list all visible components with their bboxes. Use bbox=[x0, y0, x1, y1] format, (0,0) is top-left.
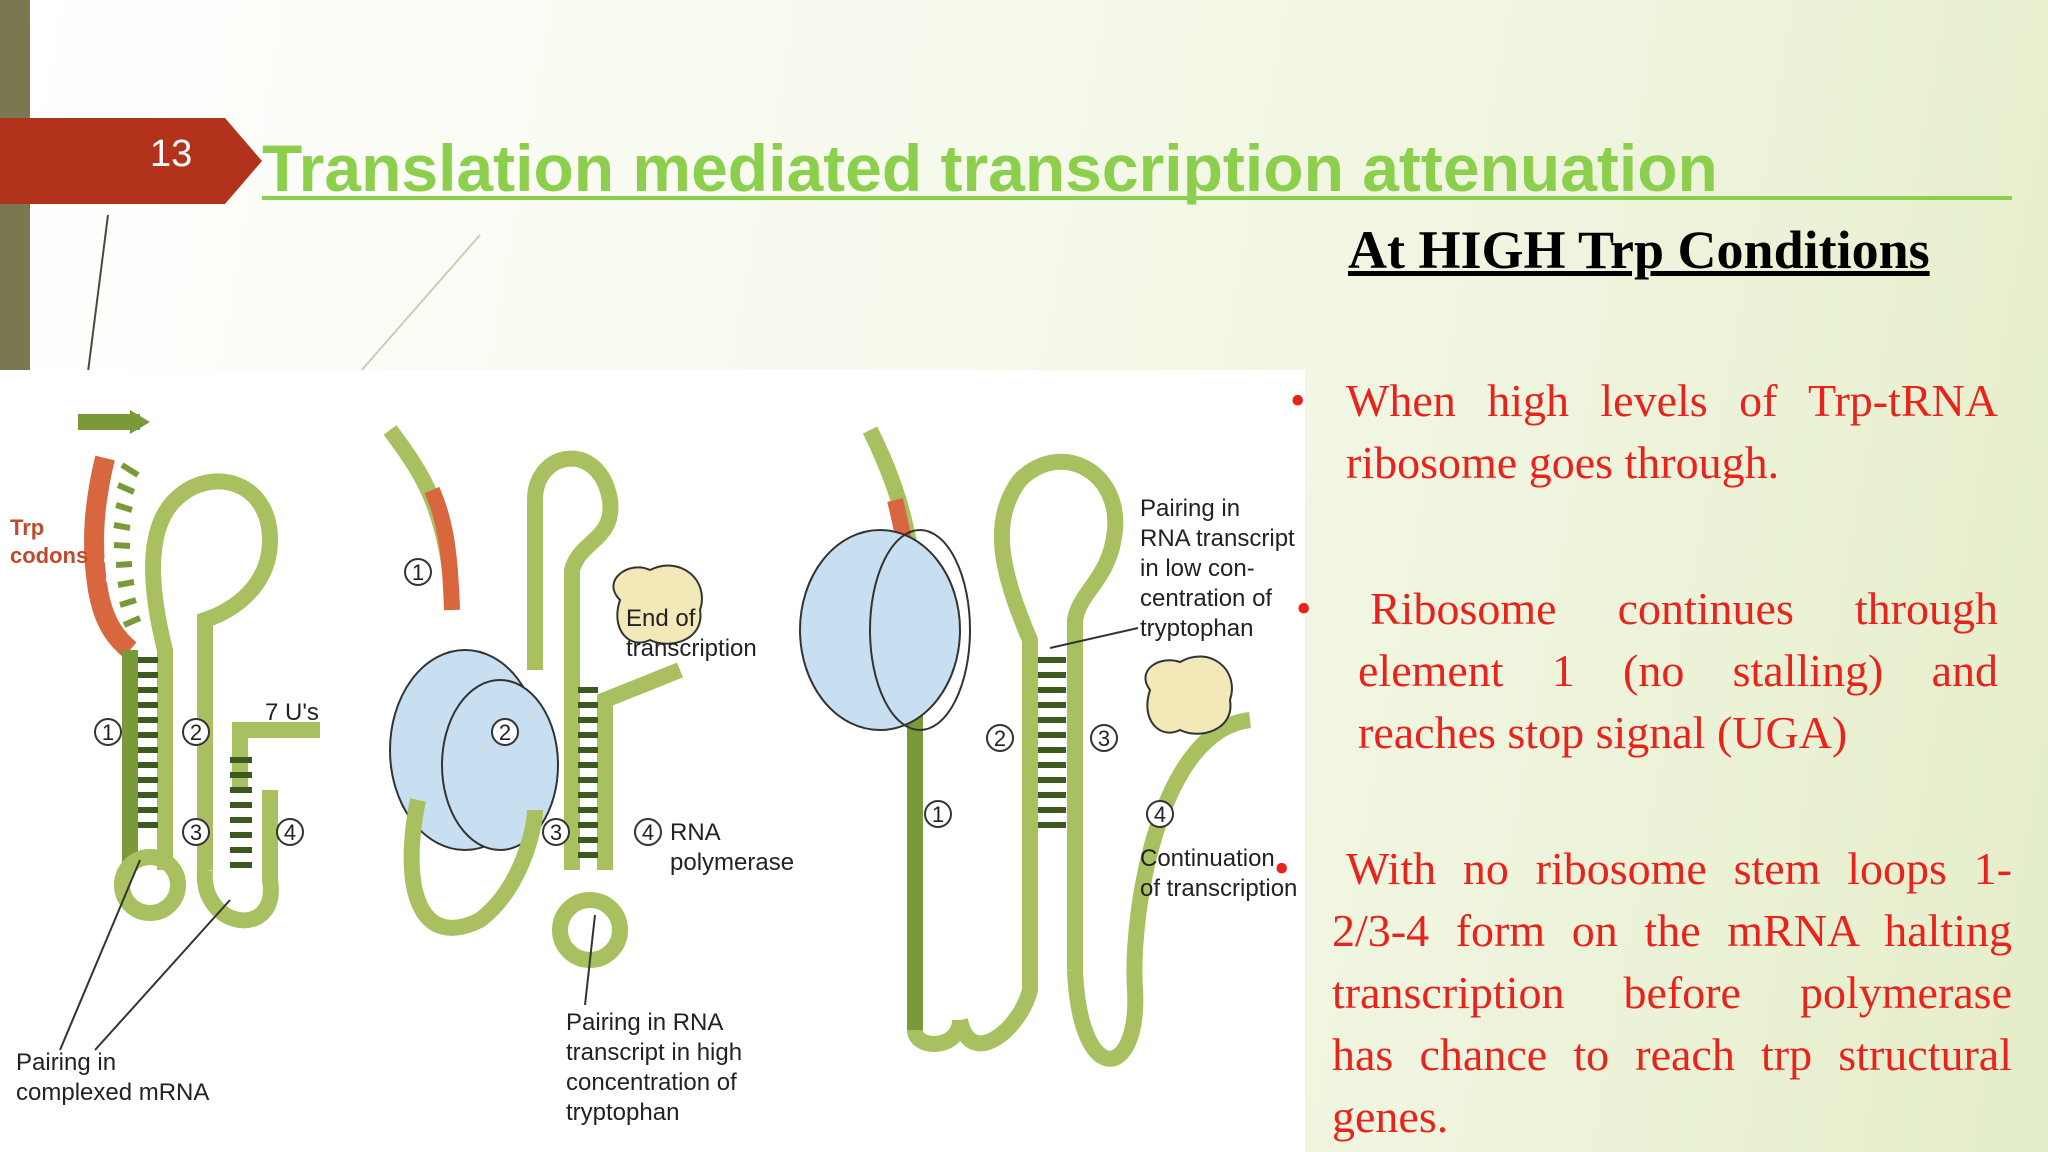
bullet-2-line-2: element 1 (no stalling) and bbox=[1358, 645, 1998, 696]
slide-subtitle: At HIGH Trp Conditions bbox=[1348, 220, 1930, 280]
bullet-3-line-5: genes. bbox=[1332, 1091, 1449, 1142]
svg-text:4: 4 bbox=[284, 820, 296, 845]
bullet-list: • When high levels of Trp-tRNA ribosome … bbox=[1260, 360, 2020, 1150]
pairing-low-label-line5: tryptophan bbox=[1140, 615, 1253, 642]
trp-codons-label-line1: Trp bbox=[10, 515, 44, 540]
pairing-low-label-line1: Pairing in bbox=[1140, 495, 1240, 522]
bullet-2: Ribosome continues through element 1 (no… bbox=[1358, 578, 1998, 764]
end-of-transcription-line1: End of bbox=[626, 605, 696, 632]
slide-title: Translation mediated transcription atten… bbox=[262, 131, 1718, 205]
panel-2-diagram bbox=[383, 425, 703, 968]
svg-text:3: 3 bbox=[550, 820, 562, 845]
bullet-3-line-1: With no ribosome stem loops 1- bbox=[1346, 843, 2012, 894]
pairing-high-label-line3: concentration of bbox=[566, 1069, 737, 1096]
end-of-transcription-line2: transcription bbox=[626, 635, 757, 662]
bullet-1-line-2: ribosome goes through. bbox=[1346, 437, 1780, 488]
svg-text:1: 1 bbox=[102, 720, 114, 745]
seven-us-label: 7 U's bbox=[265, 699, 319, 726]
trp-codons-label-line2: codons bbox=[10, 543, 88, 568]
bullet-1: When high levels of Trp-tRNA ribosome go… bbox=[1346, 370, 1998, 494]
slide-number: 13 bbox=[150, 133, 193, 175]
svg-text:3: 3 bbox=[190, 820, 202, 845]
bullet-3: With no ribosome stem loops 1- 2/3-4 for… bbox=[1332, 838, 2012, 1148]
svg-text:3: 3 bbox=[1098, 726, 1110, 751]
svg-text:1: 1 bbox=[932, 802, 944, 827]
title-underline bbox=[262, 196, 2012, 200]
bullet-dot-1: • bbox=[1290, 376, 1306, 425]
svg-text:4: 4 bbox=[642, 820, 654, 845]
slide-number-tab bbox=[0, 118, 262, 204]
pairing-high-label-line1: Pairing in RNA bbox=[566, 1009, 723, 1036]
attenuation-figure: Trp codons 7 U's Pairing in complexed mR… bbox=[0, 370, 1305, 1152]
svg-text:2: 2 bbox=[499, 720, 511, 745]
rna-polymerase-label-line2: polymerase bbox=[670, 849, 794, 876]
pairing-complexed-label-line2: complexed mRNA bbox=[16, 1079, 209, 1106]
pairing-low-label-line3: in low con- bbox=[1140, 555, 1255, 582]
pairing-high-label-line2: transcript in high bbox=[566, 1039, 742, 1066]
bullet-dot-3: • bbox=[1274, 844, 1290, 893]
bullet-2-line-1: Ribosome continues through bbox=[1370, 583, 1998, 634]
continuation-label-line2: of transcription bbox=[1140, 875, 1297, 902]
svg-text:4: 4 bbox=[1154, 802, 1166, 827]
panel-2-region-numbers: 1 2 3 4 bbox=[404, 558, 662, 846]
rna-polymerase-label-line1: RNA bbox=[670, 819, 721, 846]
panel-3-diagram bbox=[799, 426, 1252, 1067]
bullet-2-line-3: reaches stop signal (UGA) bbox=[1358, 707, 1848, 758]
svg-text:2: 2 bbox=[190, 720, 202, 745]
bullet-3-line-3: transcription before polymerase bbox=[1332, 967, 2012, 1018]
pairing-complexed-label-line1: Pairing in bbox=[16, 1049, 116, 1076]
svg-text:1: 1 bbox=[412, 560, 424, 585]
pairing-high-label-line4: tryptophan bbox=[566, 1099, 679, 1126]
panel-1-region-numbers: 1 2 3 4 bbox=[94, 718, 304, 846]
bullet-1-line-1: When high levels of Trp-tRNA bbox=[1346, 375, 1998, 426]
bullet-dot-2: • bbox=[1296, 584, 1312, 633]
decorative-lines bbox=[87, 214, 481, 373]
bullet-3-line-4: has chance to reach trp structural bbox=[1332, 1029, 2012, 1080]
svg-text:2: 2 bbox=[994, 726, 1006, 751]
panel-3-region-numbers: 1 2 3 4 bbox=[924, 724, 1174, 828]
bullet-3-line-2: 2/3-4 form on the mRNA halting bbox=[1332, 905, 2012, 956]
panel-1-diagram bbox=[78, 410, 320, 929]
pairing-low-label-line2: RNA transcript bbox=[1140, 525, 1295, 552]
continuation-label-line1: Continuation bbox=[1140, 845, 1275, 872]
pairing-low-label-line4: centration of bbox=[1140, 585, 1272, 612]
